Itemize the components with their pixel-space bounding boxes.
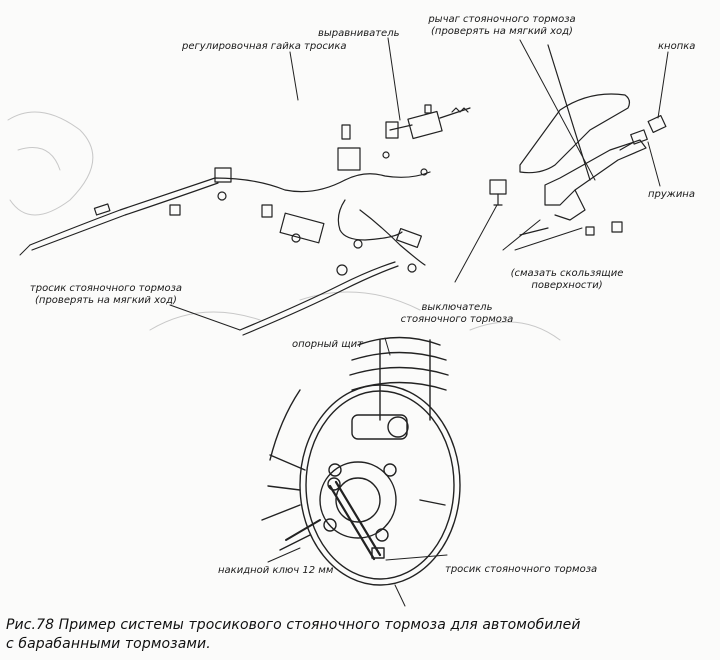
label-lever-line2: (проверять на мягкий ход) <box>431 26 573 37</box>
label-spring: пружина <box>648 189 695 200</box>
label-lubricate-line2: поверхности) <box>531 280 603 291</box>
label-equalizer: выравниватель <box>318 28 400 39</box>
lower-cable-long <box>239 261 396 331</box>
label-cable-left: тросик стояночного тормоза (проверять на… <box>20 283 192 307</box>
lower-cable-long-b <box>242 265 399 336</box>
label-brake-switch-line1: выключатель <box>421 302 493 313</box>
parking-brake-diagram <box>7 37 669 607</box>
rear-cable <box>29 177 346 246</box>
label-cable-left-line1: тросик стояночного тормоза <box>29 283 183 294</box>
label-brake-switch-line2: стояночного тормоза <box>400 314 514 325</box>
label-cable-right: тросик стояночного тормоза <box>445 564 598 575</box>
backing-plate <box>261 384 461 586</box>
lower-cable <box>359 209 426 266</box>
parking-brake-lever <box>519 44 667 236</box>
label-lubricate-line1: (смазать скользящие <box>510 268 624 279</box>
wrench <box>327 477 385 561</box>
label-button: кнопка <box>658 41 696 52</box>
cable-loop <box>344 171 431 181</box>
coil-spring <box>349 336 449 421</box>
brake-switch <box>489 179 507 206</box>
center-cable <box>337 199 403 241</box>
caption-line1: Рис.78 Пример системы тросикового стояно… <box>6 617 581 633</box>
label-wrench: накидной ключ 12 мм <box>218 565 334 576</box>
label-lubricate: (смазать скользящие поверхности) <box>497 268 637 292</box>
label-lever: рычаг стояночного тормоза (проверять на … <box>402 14 602 38</box>
background-sketch <box>7 111 561 341</box>
label-lever-line1: рычаг стояночного тормоза <box>428 14 576 25</box>
leader-lines <box>19 37 669 607</box>
rear-cable-lower <box>31 182 219 251</box>
drum-cable <box>285 519 321 541</box>
equalizer-assembly <box>385 104 471 140</box>
cable-clips <box>93 124 428 276</box>
label-adjusting-nut: регулировочная гайка тросика <box>182 41 347 52</box>
label-cable-left-line2: (проверять на мягкий ход) <box>35 295 177 306</box>
caption-line2: с барабанными тормозами. <box>6 636 211 652</box>
figure-caption: Рис.78 Пример системы тросикового стояно… <box>6 616 716 654</box>
label-brake-switch: выключатель стояночного тормоза <box>392 302 522 326</box>
label-backing-plate: опорный щит <box>292 339 363 350</box>
